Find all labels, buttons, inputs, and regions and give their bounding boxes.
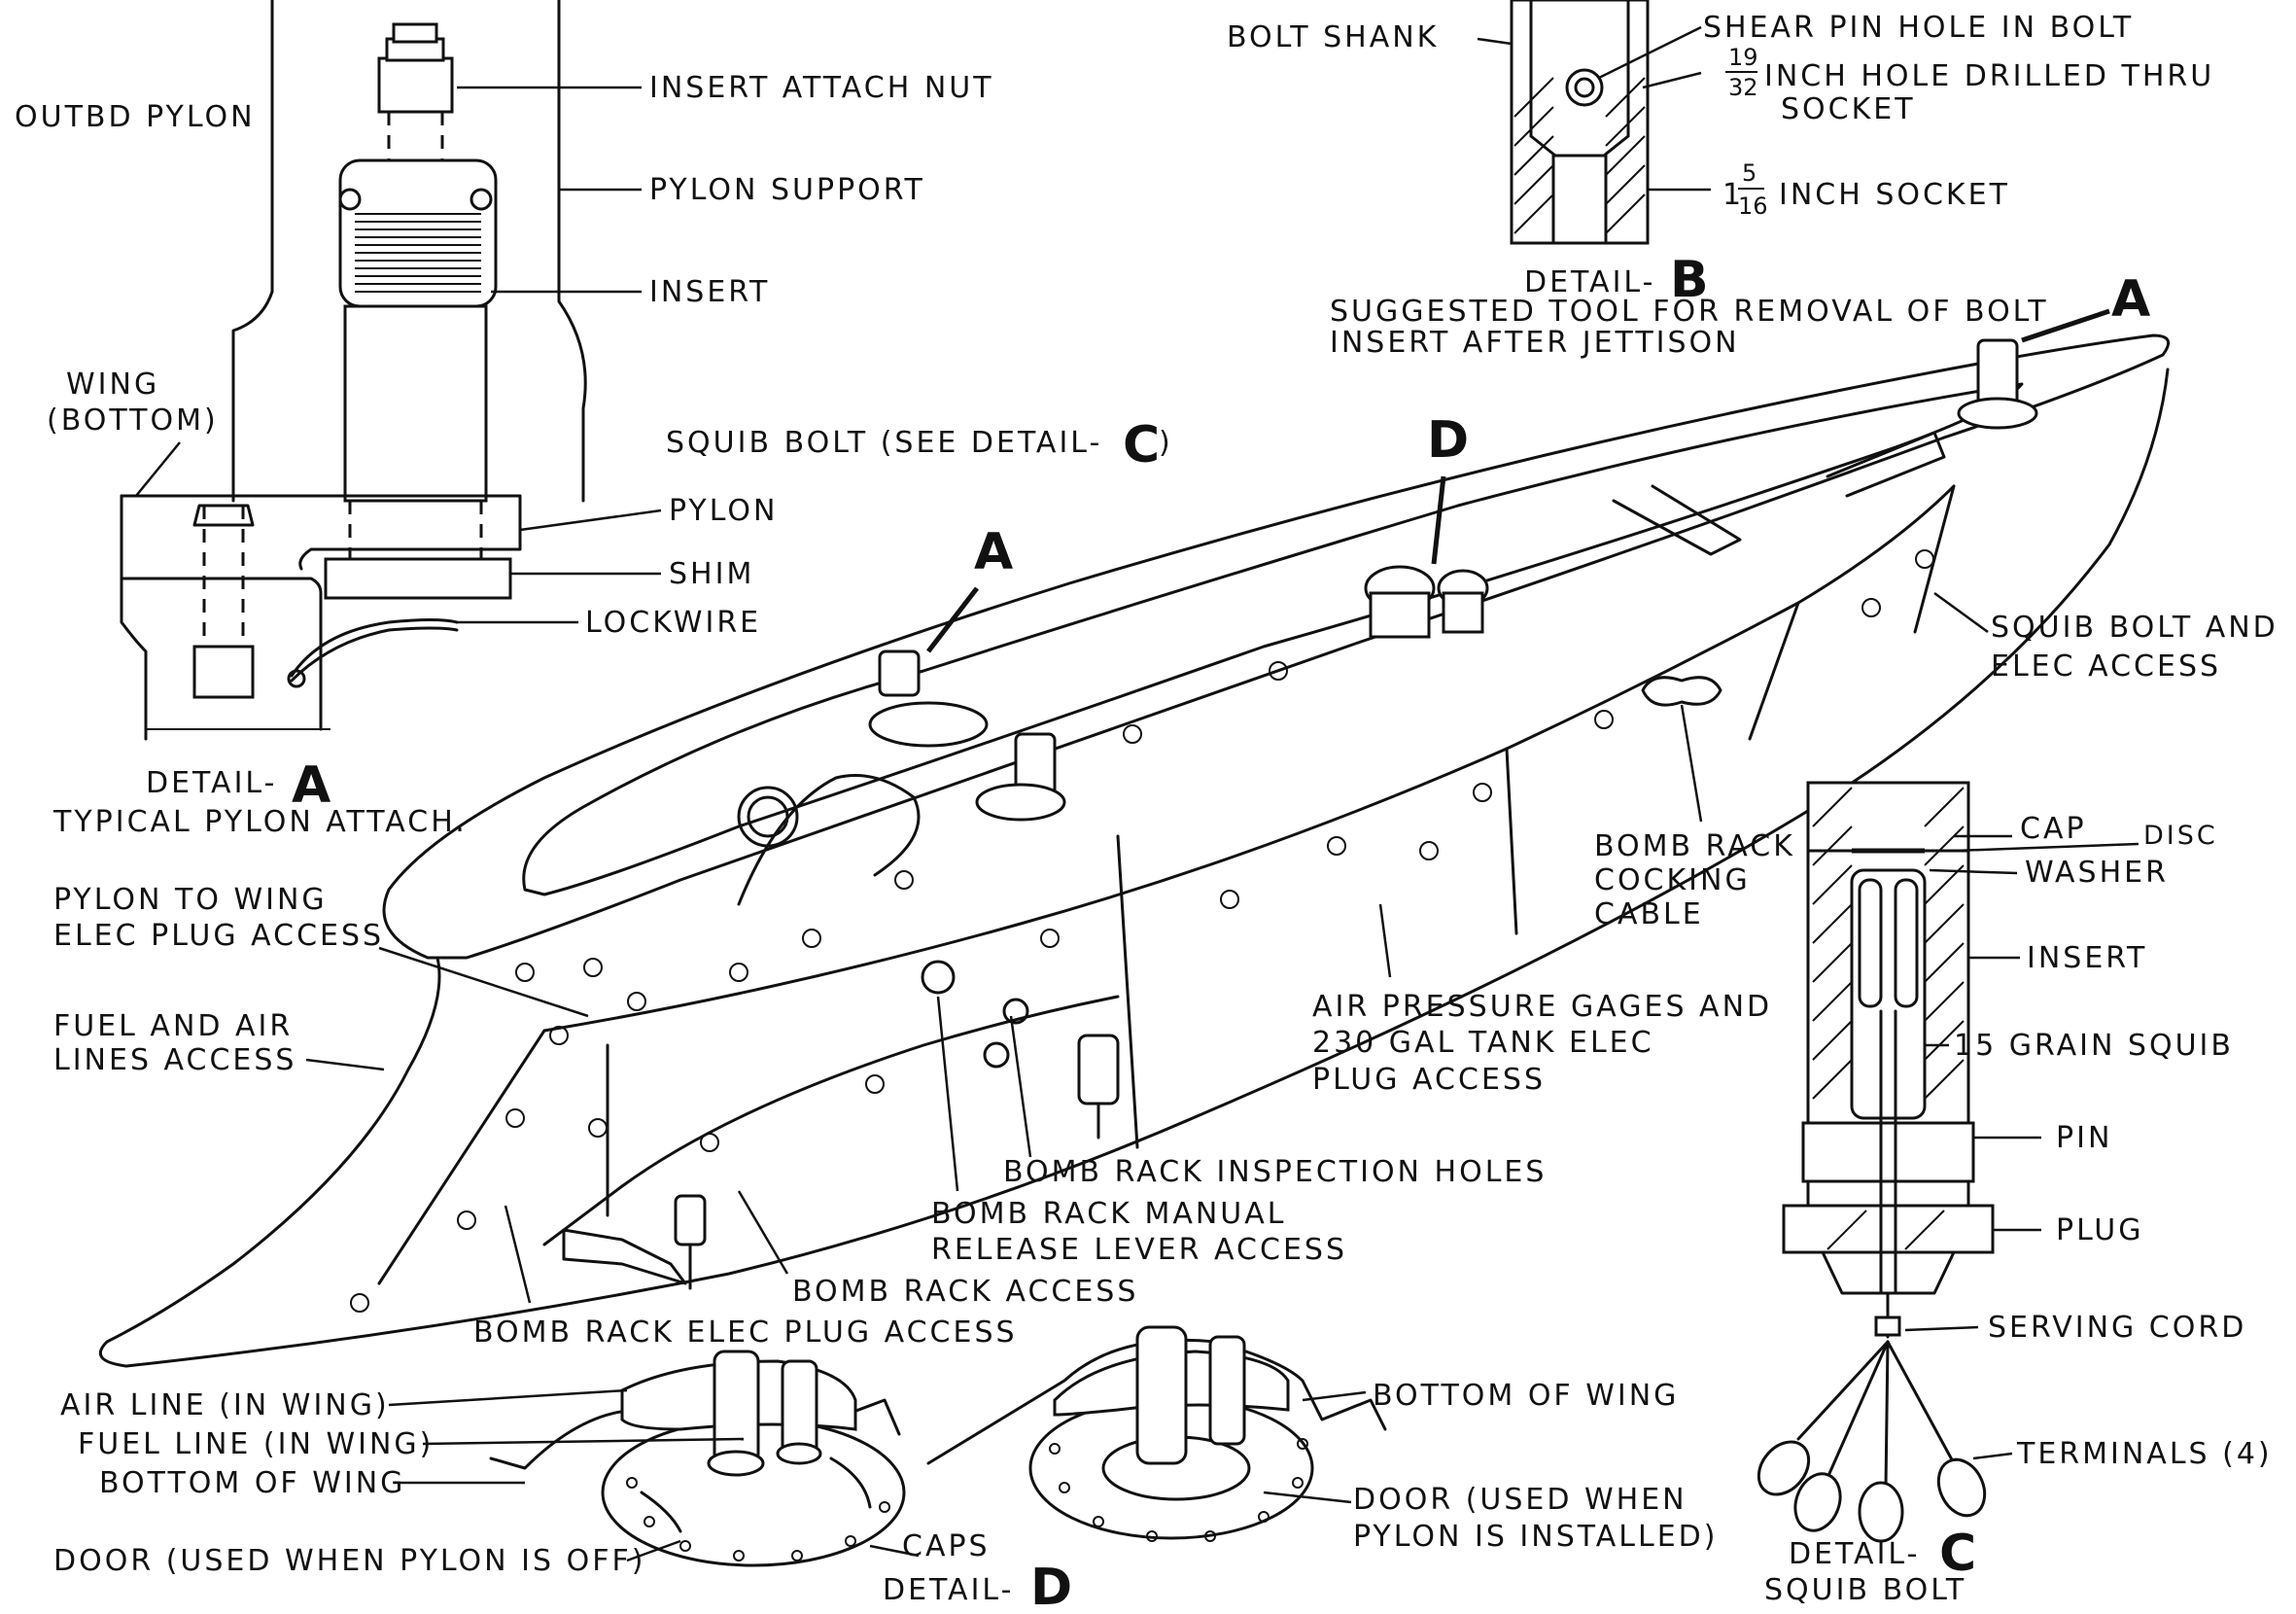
label-frac-32: 32: [1728, 74, 1758, 101]
label-pylon-support: PYLON SUPPORT: [649, 173, 925, 207]
detail-b-hatch: [1513, 77, 1646, 234]
label-door-off: DOOR (USED WHEN PYLON IS OFF): [53, 1544, 645, 1578]
label-frac-16: 16: [1738, 193, 1768, 220]
label-squib-bolt-letter: C: [1123, 416, 1160, 474]
detail-d-caption: DETAIL-: [883, 1573, 1014, 1607]
detail-a-subcaption: TYPICAL PYLON ATTACH.: [52, 805, 468, 839]
label-outbd-pylon: OUTBD PYLON: [15, 100, 256, 134]
label-bomb-rack-cocking-3: CABLE: [1594, 897, 1704, 931]
label-insert-c: INSERT: [2027, 941, 2147, 975]
label-squib-bolt-see-c: SQUIB BOLT (SEE DETAIL-: [666, 426, 1102, 460]
label-squib-bolt-suffix: ): [1159, 426, 1173, 460]
label-door-installed-2: PYLON IS INSTALLED): [1353, 1520, 1718, 1554]
label-bottom-of-wing-right: BOTTOM OF WING: [1373, 1379, 1679, 1413]
label-plug: PLUG: [2056, 1213, 2144, 1247]
callout-d: D: [1427, 411, 1469, 470]
label-frac-1: 1: [1722, 178, 1744, 212]
label-pin: PIN: [2056, 1121, 2112, 1155]
detail-b-caption: DETAIL-: [1524, 265, 1655, 299]
label-bomb-rack-access: BOMB RACK ACCESS: [792, 1275, 1138, 1309]
label-serving-cord: SERVING CORD: [1988, 1311, 2246, 1345]
label-air-line: AIR LINE (IN WING): [60, 1388, 390, 1422]
detail-d-letter: D: [1030, 1559, 1072, 1609]
detail-b-drawing: [1510, 0, 1650, 245]
detail-a-letter: A: [292, 756, 330, 815]
detail-d-right-holes: [1049, 1438, 1308, 1542]
rivets: [350, 549, 1934, 1313]
label-pylon-to-wing-1: PYLON TO WING: [53, 883, 328, 917]
label-shear-pin-hole: SHEAR PIN HOLE IN BOLT: [1703, 11, 2134, 45]
label-terminals: TERMINALS (4): [2016, 1437, 2273, 1471]
label-insert-a: INSERT: [649, 275, 770, 309]
label-caps: CAPS: [902, 1529, 991, 1563]
label-shim: SHIM: [669, 557, 754, 591]
label-fuel-air-1: FUEL AND AIR: [53, 1009, 293, 1043]
label-inspection-holes: BOMB RACK INSPECTION HOLES: [1003, 1155, 1547, 1189]
label-air-pressure-2: 230 GAL TANK ELEC: [1312, 1026, 1654, 1060]
label-frac-19: 19: [1728, 44, 1758, 71]
label-squib-bolt-elec-1: SQUIB BOLT AND: [1991, 611, 2279, 645]
detail-c-caption: DETAIL-: [1789, 1537, 1920, 1571]
label-insert-attach-nut: INSERT ATTACH NUT: [649, 71, 994, 105]
detail-d-left-holes: [626, 1477, 890, 1561]
label-lockwire: LOCKWIRE: [585, 606, 761, 640]
label-fuel-line: FUEL LINE (IN WING): [78, 1427, 434, 1461]
detail-c-hatch: [1812, 787, 1965, 1250]
label-hole-drilled-1: INCH HOLE DRILLED THRU: [1764, 59, 2214, 93]
label-hole-drilled-2: SOCKET: [1781, 92, 1916, 126]
label-bomb-rack-cocking-2: COCKING: [1594, 863, 1751, 897]
detail-a-caption: DETAIL-: [146, 766, 277, 800]
detail-b-subcaption-1: SUGGESTED TOOL FOR REMOVAL OF BOLT: [1330, 295, 2049, 329]
label-air-pressure-1: AIR PRESSURE GAGES AND: [1312, 990, 1772, 1024]
label-bomb-rack-cocking-1: BOMB RACK: [1594, 829, 1795, 863]
detail-c-letter: C: [1939, 1525, 1976, 1583]
label-manual-release-2: RELEASE LEVER ACCESS: [931, 1233, 1347, 1267]
label-frac-5: 5: [1742, 159, 1757, 187]
detail-c-drawing: [1757, 781, 1995, 1543]
detail-d-left-drawing: [489, 1350, 906, 1567]
label-air-pressure-3: PLUG ACCESS: [1312, 1063, 1546, 1097]
label-wing-bottom-2: (BOTTOM): [47, 404, 219, 438]
label-inch-socket: INCH SOCKET: [1779, 178, 2010, 212]
label-elec-plug-access: BOMB RACK ELEC PLUG ACCESS: [473, 1316, 1018, 1350]
label-squib-bolt-elec-2: ELEC ACCESS: [1991, 649, 2221, 684]
detail-b-letter: B: [1670, 251, 1709, 309]
label-pylon-to-wing-2: ELEC PLUG ACCESS: [53, 919, 384, 953]
label-squib: 15 GRAIN SQUIB: [1954, 1029, 2234, 1063]
detail-a-drawing: [120, 0, 587, 741]
label-washer: WASHER: [2025, 856, 2169, 890]
callout-a-top: A: [2111, 270, 2150, 329]
label-manual-release-1: BOMB RACK MANUAL: [931, 1197, 1287, 1231]
detail-c-subcaption: SQUIB BOLT: [1764, 1573, 1966, 1607]
label-pylon-a: PYLON: [669, 494, 778, 528]
label-fuel-air-2: LINES ACCESS: [53, 1043, 296, 1077]
pylon-drawing: [98, 333, 2171, 1368]
detail-d-right-drawing: [926, 1325, 1387, 1542]
detail-b-subcaption-2: INSERT AFTER JETTISON: [1330, 326, 1740, 360]
label-wing-bottom-1: WING: [66, 368, 159, 402]
label-door-installed-1: DOOR (USED WHEN: [1353, 1483, 1687, 1517]
label-bottom-of-wing-left: BOTTOM OF WING: [99, 1466, 405, 1500]
label-disc: DISC: [2143, 821, 2218, 851]
label-cap: CAP: [2020, 812, 2087, 846]
insert-threads: [355, 213, 481, 293]
label-bolt-shank: BOLT SHANK: [1227, 20, 1439, 54]
callout-a-mid: A: [974, 523, 1013, 581]
